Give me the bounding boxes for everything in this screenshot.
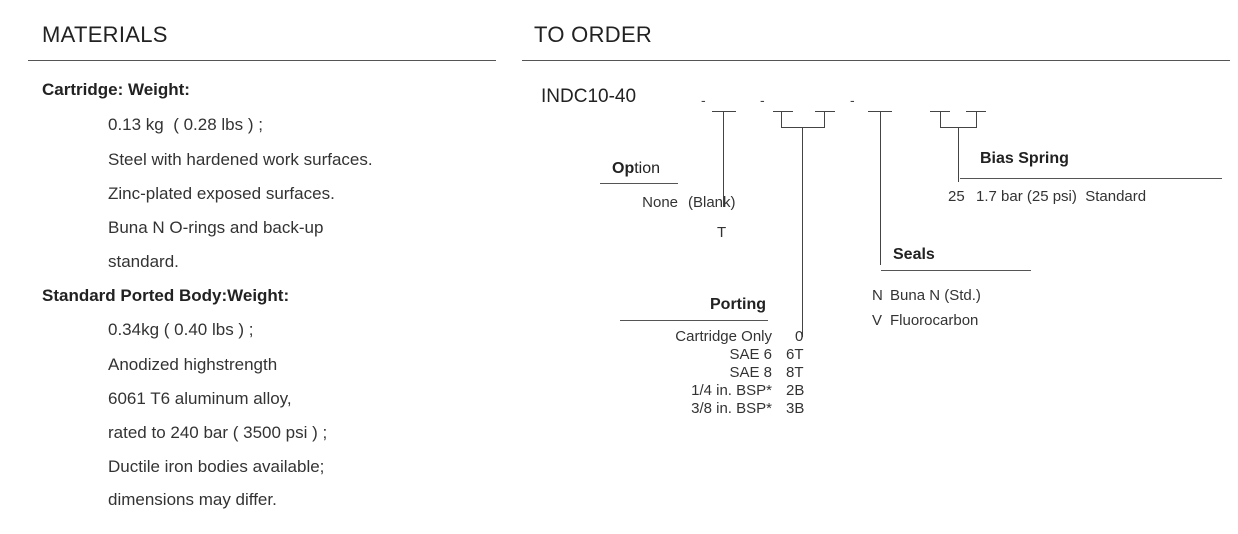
- option-leader-line: [723, 111, 724, 207]
- cartridge-line: 0.13 kg ( 0.28 lbs ) ;: [108, 115, 263, 134]
- option-row-label: None: [642, 194, 678, 211]
- bias-spring-heading-rule: [960, 178, 1222, 179]
- option-slot-line: [712, 111, 736, 112]
- porting-slot-tick: [781, 111, 782, 127]
- body-line: Ductile iron bodies available;: [108, 457, 325, 476]
- porting-row-code: 3B: [786, 400, 805, 417]
- porting-row-label: Cartridge Only: [675, 328, 772, 345]
- materials-rule: [28, 60, 496, 61]
- body-line: dimensions may differ.: [108, 490, 277, 509]
- porting-heading: Porting: [710, 296, 766, 313]
- seals-leader-line: [880, 111, 881, 265]
- bias-slot-tick: [940, 111, 941, 127]
- porting-slot-line: [815, 111, 835, 112]
- porting-row-code: 2B: [786, 382, 805, 399]
- porting-heading-rule: [620, 320, 768, 321]
- body-line: Anodized highstrength: [108, 355, 278, 374]
- porting-row-code: 0: [795, 328, 804, 345]
- order-title: TO ORDER: [534, 22, 653, 47]
- seals-row-code: V: [872, 312, 883, 329]
- seals-row-label: Fluorocarbon: [890, 312, 979, 329]
- porting-row-label: 3/8 in. BSP*: [691, 400, 772, 417]
- seals-row-code: N: [872, 287, 883, 304]
- option-heading-rest: tion: [634, 160, 661, 177]
- seals-heading-rule: [881, 270, 1031, 271]
- option-row-code: (Blank): [688, 194, 736, 211]
- option-heading-bold: Op: [612, 160, 635, 177]
- cartridge-heading: Cartridge: Weight:: [42, 80, 190, 99]
- bias-spring-heading: Bias Spring: [980, 150, 1069, 167]
- cartridge-line: standard.: [108, 252, 179, 271]
- bias-slot-tick: [976, 111, 977, 127]
- bias-spring-row-code: 25: [948, 188, 965, 205]
- option-heading: Option: [612, 160, 660, 178]
- porting-row-code: 8T: [786, 364, 804, 381]
- cartridge-line: Buna N O-rings and back-up: [108, 218, 324, 237]
- separator-dash: -: [760, 92, 765, 108]
- order-rule: [522, 60, 1230, 61]
- cartridge-line: Zinc-plated exposed surfaces.: [108, 184, 335, 203]
- materials-title: MATERIALS: [42, 22, 168, 47]
- bias-spring-row-label: 1.7 bar (25 psi) Standard: [976, 188, 1147, 205]
- body-line: rated to 240 bar ( 3500 psi ) ;: [108, 423, 328, 442]
- option-heading-rule: [600, 183, 678, 184]
- body-line: 0.34kg ( 0.40 lbs ) ;: [108, 320, 254, 339]
- porting-leader-line: [802, 127, 803, 337]
- porting-row-label: SAE 8: [729, 364, 772, 381]
- option-row-code: T: [717, 224, 727, 241]
- cartridge-line: Steel with hardened work surfaces.: [108, 150, 373, 169]
- porting-row-label: SAE 6: [729, 346, 772, 363]
- part-number: INDC10-40: [541, 86, 637, 107]
- seals-row-label: Buna N (Std.): [890, 287, 981, 304]
- porting-slot-tick: [824, 111, 825, 127]
- body-heading: Standard Ported Body:Weight:: [42, 286, 290, 305]
- separator-dash: -: [701, 92, 706, 108]
- separator-dash: -: [850, 92, 855, 108]
- porting-slot-line: [773, 111, 793, 112]
- bias-leader-line: [958, 127, 959, 182]
- body-line: 6061 T6 aluminum alloy,: [108, 389, 292, 408]
- seals-heading: Seals: [893, 246, 935, 263]
- porting-row-code: 6T: [786, 346, 804, 363]
- porting-bracket: [781, 127, 825, 128]
- porting-row-label: 1/4 in. BSP*: [691, 382, 772, 399]
